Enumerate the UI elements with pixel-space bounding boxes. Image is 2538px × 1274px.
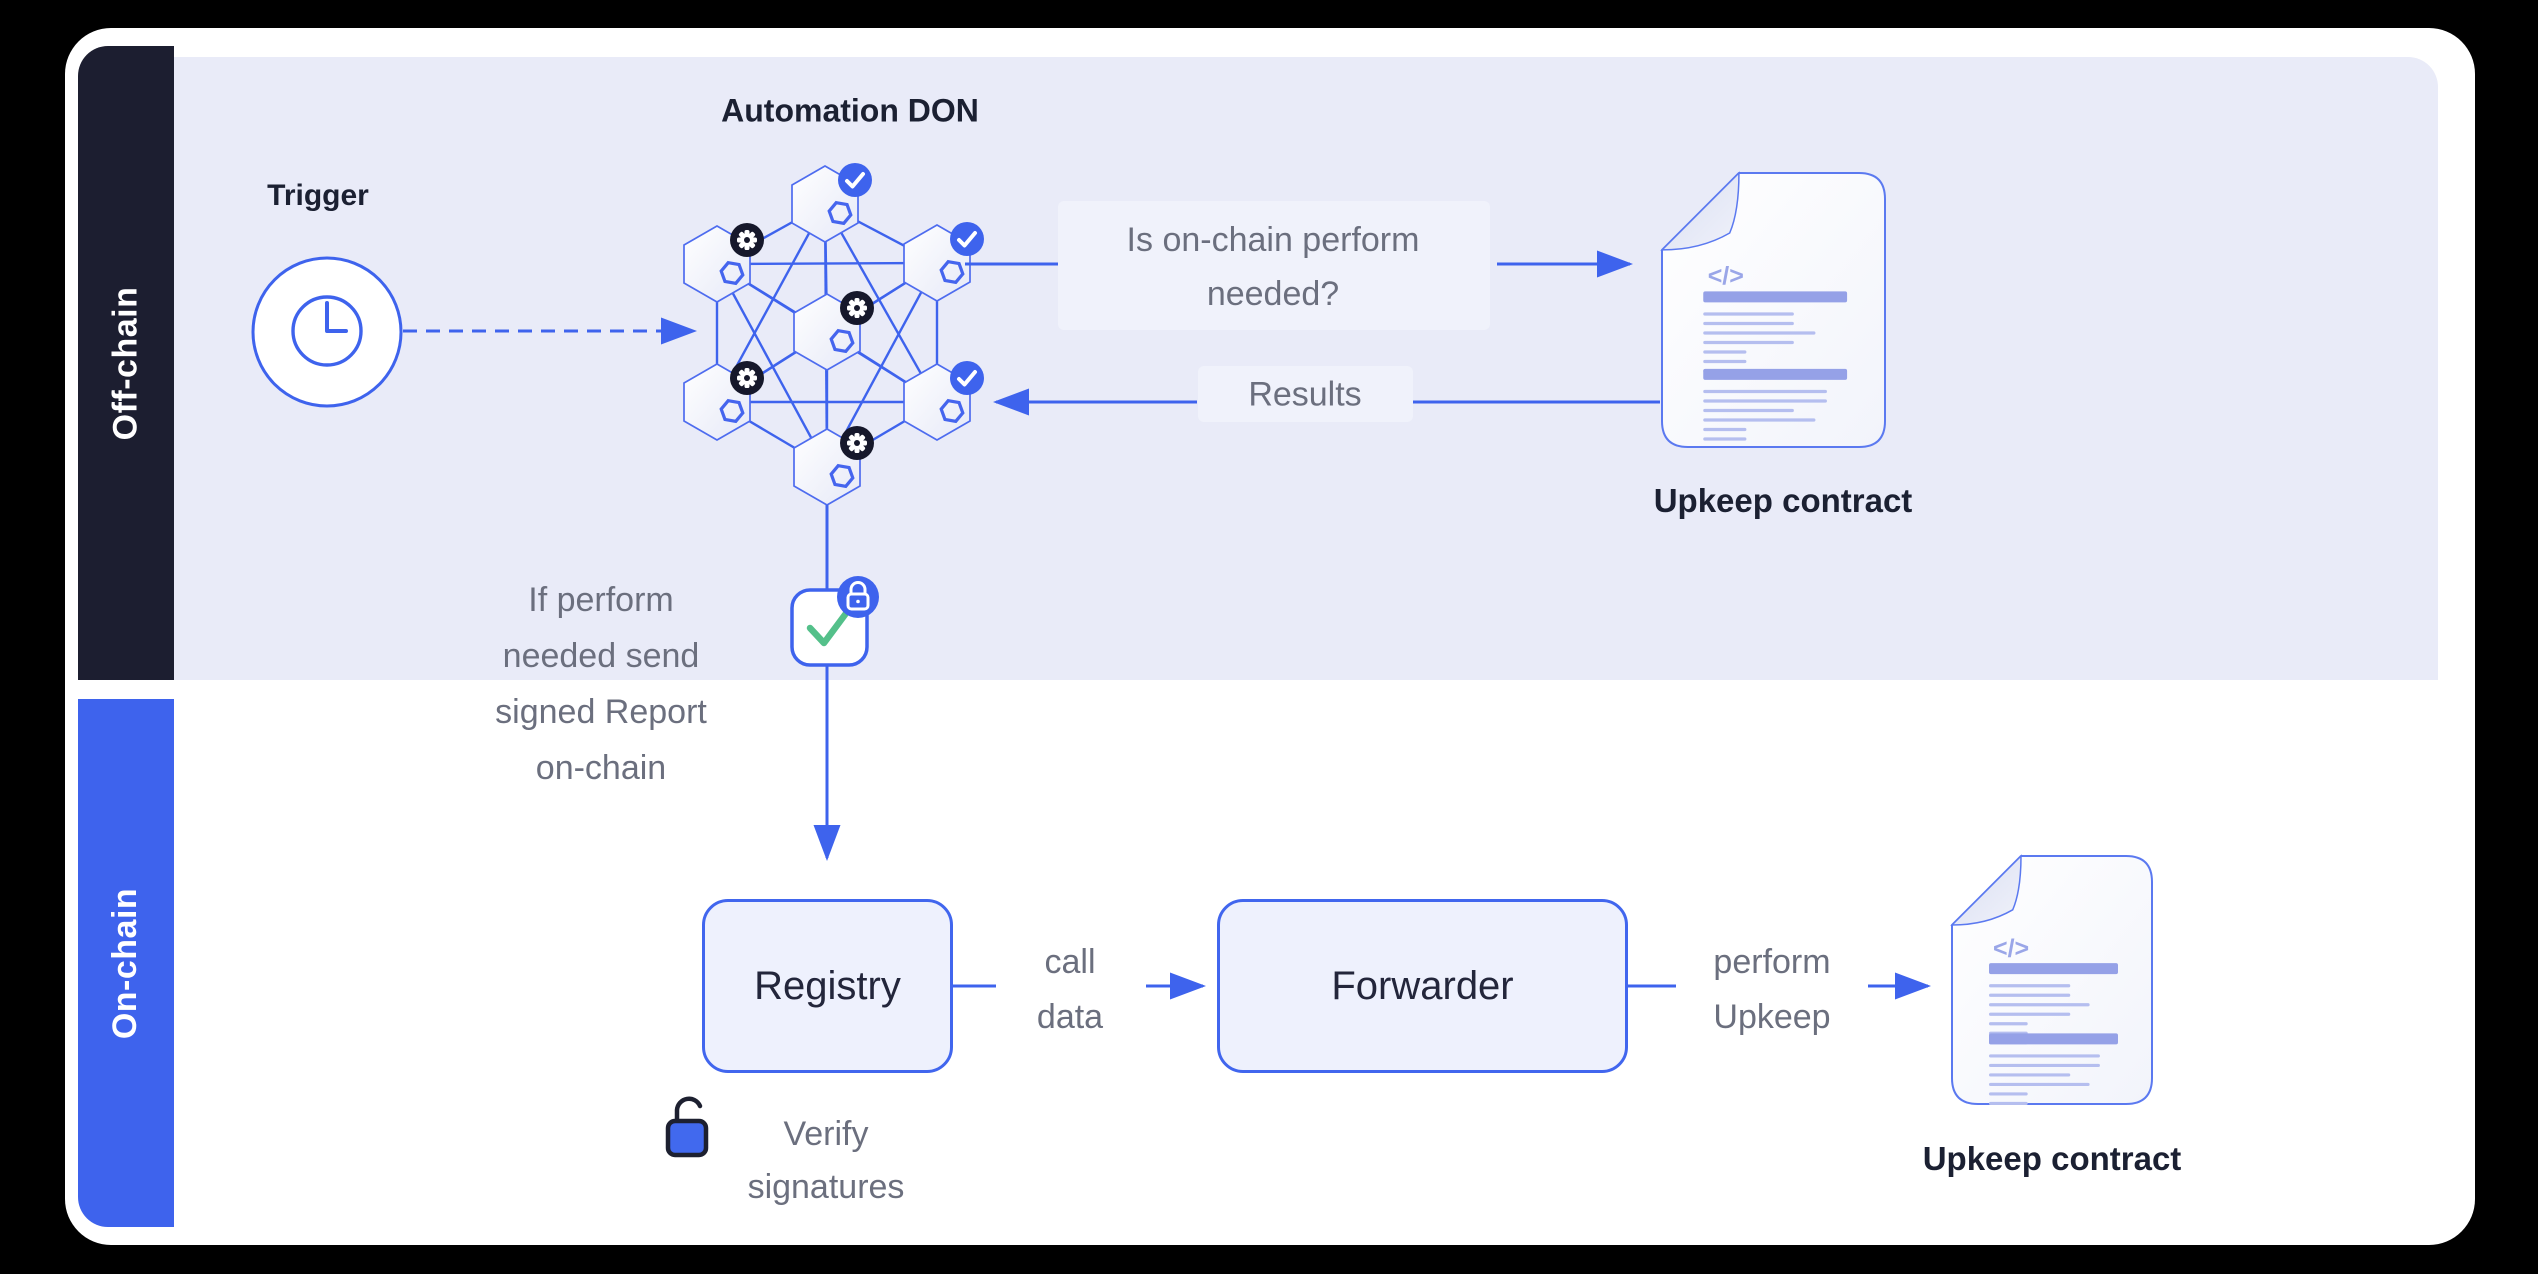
chainlink-icon bbox=[719, 398, 745, 424]
doc-text-line bbox=[1703, 321, 1794, 326]
signed-report-icon bbox=[790, 576, 879, 667]
off-chain-rail: Off-chain bbox=[78, 46, 174, 680]
doc-text-bar bbox=[1703, 368, 1848, 380]
perform-upkeep-text: perform Upkeep bbox=[1713, 943, 1831, 1036]
chainlink-icon bbox=[939, 398, 965, 424]
check-badge-icon bbox=[950, 361, 984, 395]
connector-lines bbox=[813, 250, 1931, 1000]
on-chain-rail: On-chain bbox=[78, 699, 174, 1227]
doc-text-bar bbox=[1989, 1033, 2118, 1045]
gear-badge-icon bbox=[730, 361, 764, 395]
don-network-nodes bbox=[683, 163, 984, 506]
check-icon bbox=[806, 608, 851, 647]
doc-text-line bbox=[1989, 984, 2071, 988]
upkeep-contract-doc-top: </> bbox=[1660, 171, 1886, 448]
doc-text-line bbox=[1989, 1054, 2100, 1058]
verify-signatures-text: Verify signatures bbox=[747, 1115, 905, 1206]
chainlink-icon bbox=[829, 328, 855, 354]
don-node bbox=[791, 163, 872, 243]
doc-text-line bbox=[1703, 427, 1747, 432]
clock-icon bbox=[251, 256, 403, 408]
don-node bbox=[683, 223, 764, 303]
lock-badge-icon bbox=[837, 576, 879, 618]
question-text: Is on-chain perform needed? bbox=[1126, 221, 1420, 313]
forwarder-label: Forwarder bbox=[1331, 963, 1514, 1008]
question-background bbox=[1058, 201, 1490, 330]
folded-corner bbox=[1660, 171, 1740, 251]
trigger-label: Trigger bbox=[267, 179, 369, 212]
doc-text-line bbox=[1703, 340, 1794, 345]
doc-text-line bbox=[1989, 1003, 2090, 1007]
don-node bbox=[903, 222, 984, 302]
don-title: Automation DON bbox=[721, 92, 979, 129]
doc-text-line bbox=[1703, 418, 1816, 422]
gear-badge-icon bbox=[730, 223, 764, 257]
doc-text-line bbox=[1989, 1092, 2028, 1096]
chainlink-icon bbox=[719, 260, 745, 286]
registry-label: Registry bbox=[754, 963, 901, 1008]
doc-text-line bbox=[1703, 312, 1794, 316]
doc-text-bar bbox=[1703, 291, 1848, 303]
code-icon: </> bbox=[1993, 934, 2029, 962]
upkeep-contract-doc-bottom: </> bbox=[1950, 854, 2153, 1106]
upkeep-contract-bottom-label: Upkeep contract bbox=[1922, 1140, 2182, 1177]
gear-badge-icon bbox=[840, 291, 874, 325]
don-edge bbox=[715, 263, 829, 468]
doc-text-line bbox=[1989, 1063, 2100, 1068]
don-node bbox=[903, 361, 984, 441]
doc-text-line bbox=[1989, 1101, 2028, 1106]
chainlink-icon bbox=[829, 463, 855, 489]
registry-box: Registry bbox=[702, 899, 953, 1073]
code-icon: </> bbox=[1708, 262, 1744, 290]
results-text: Results bbox=[1248, 375, 1362, 414]
don-node bbox=[793, 426, 874, 506]
doc-text-line bbox=[1703, 331, 1816, 335]
don-edge bbox=[823, 203, 939, 403]
call-data-text: call data bbox=[1036, 943, 1104, 1036]
doc-text-line bbox=[1989, 1082, 2090, 1087]
report-note-text: If perform needed send signed Report on-… bbox=[495, 581, 707, 787]
doc-text-line bbox=[1989, 993, 2071, 997]
don-node bbox=[683, 361, 764, 441]
forwarder-box: Forwarder bbox=[1217, 899, 1628, 1073]
check-badge-icon bbox=[838, 163, 872, 197]
don-edge bbox=[716, 261, 938, 266]
doc-text-bar bbox=[1989, 963, 2118, 975]
doc-text-line bbox=[1703, 399, 1827, 403]
don-node bbox=[793, 291, 874, 371]
doc-text-line bbox=[1703, 359, 1747, 364]
doc-text-line bbox=[1989, 1022, 2028, 1026]
doc-text-line bbox=[1989, 1073, 2071, 1077]
doc-text-line bbox=[1703, 437, 1747, 441]
upkeep-contract-top-label: Upkeep contract bbox=[1653, 482, 1913, 519]
unlock-icon bbox=[665, 1096, 709, 1158]
chainlink-icon bbox=[827, 200, 853, 226]
doc-text-line bbox=[1703, 350, 1747, 354]
chainlink-icon bbox=[939, 259, 965, 285]
gear-badge-icon bbox=[840, 426, 874, 460]
results-background bbox=[1198, 366, 1413, 422]
check-badge-icon bbox=[950, 222, 984, 256]
doc-text-line bbox=[1703, 389, 1827, 394]
doc-text-line bbox=[1989, 1012, 2071, 1016]
folded-corner bbox=[1950, 854, 2022, 926]
doc-text-line bbox=[1703, 408, 1794, 413]
